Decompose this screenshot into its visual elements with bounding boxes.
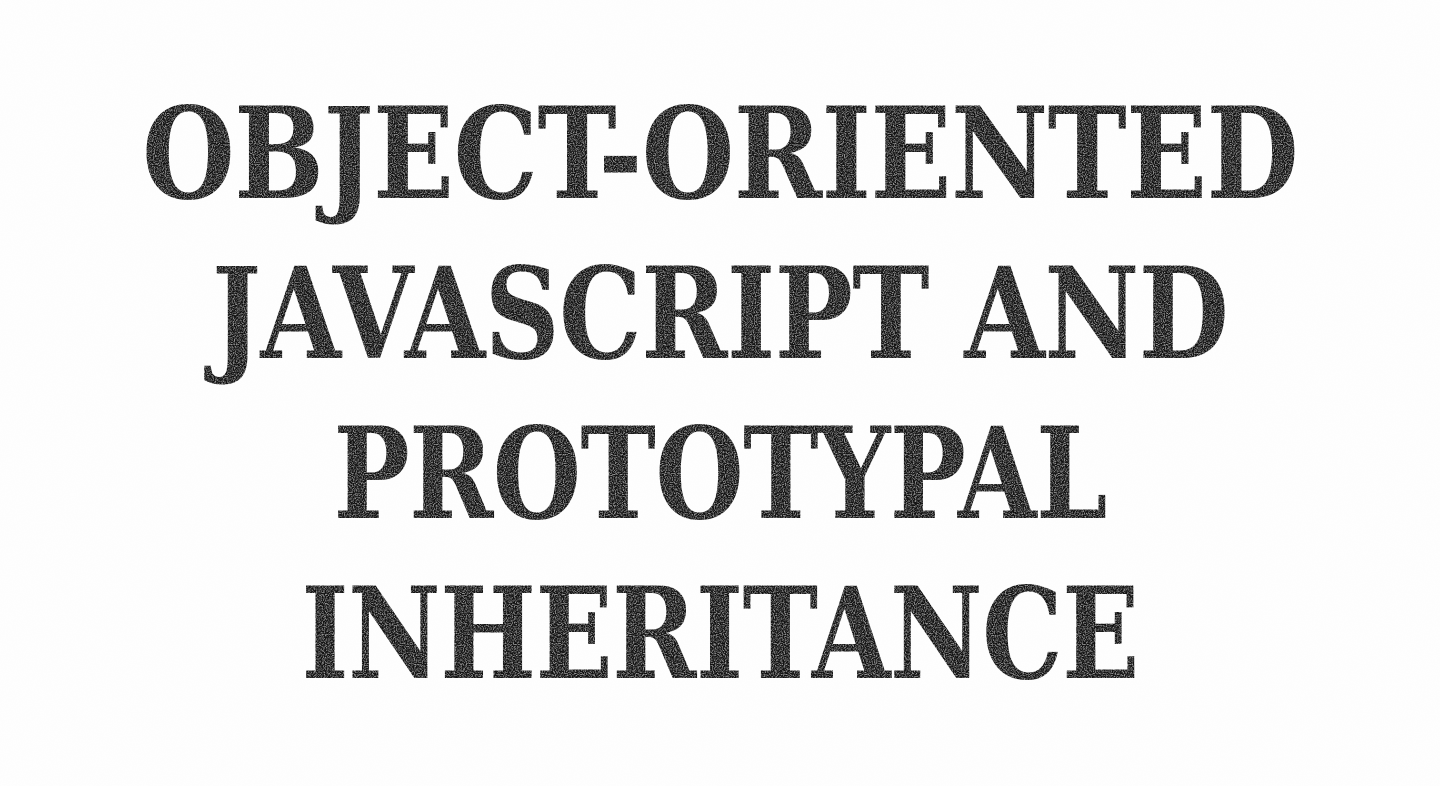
title-line-4: INHERITANCE [301, 560, 1139, 709]
title-line-3: PROTOTYPAL [333, 400, 1107, 549]
title-line-1: OBJECT-ORIENTED [142, 80, 1299, 229]
title-line-2: JAVASCRIPT AND [211, 240, 1229, 389]
